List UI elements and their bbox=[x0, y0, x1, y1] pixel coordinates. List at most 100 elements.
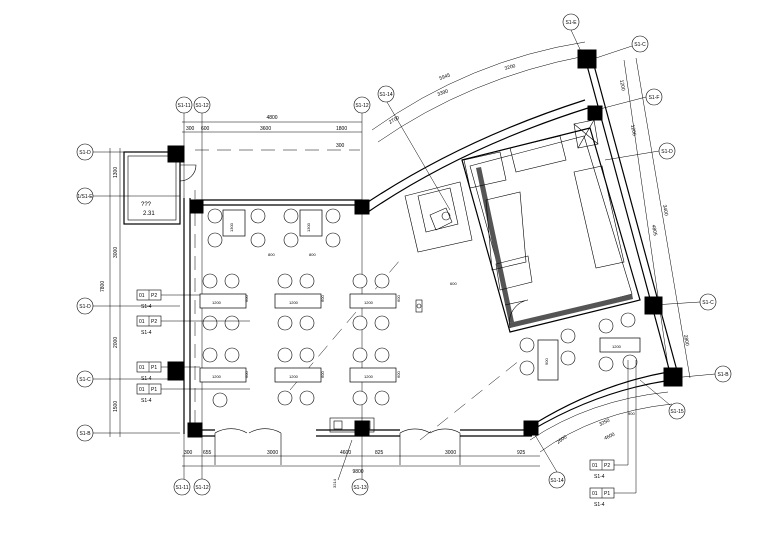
chair bbox=[277, 390, 293, 406]
chair bbox=[277, 347, 293, 363]
dim-arc-bottom-b: 2600 bbox=[556, 434, 569, 445]
axis-label-bottom-1: S1-11 bbox=[176, 485, 189, 491]
dim-left-total: 7800 bbox=[100, 281, 106, 292]
chair bbox=[212, 392, 228, 408]
dim-left-d: 1500 bbox=[113, 401, 119, 412]
tag-mid: P2 bbox=[604, 463, 610, 469]
chair bbox=[224, 273, 240, 289]
chair bbox=[374, 315, 390, 331]
dim-bottom-a: 300 bbox=[184, 450, 193, 456]
dimension-lines bbox=[109, 57, 691, 467]
chair bbox=[598, 318, 614, 334]
axis-label-right-3: S1-C bbox=[702, 300, 714, 306]
elevation-tag: 01 P1 S1-4 bbox=[136, 383, 250, 404]
dim-right-c: 3400 bbox=[661, 204, 669, 216]
chair bbox=[325, 232, 341, 248]
axis-label-right-1: S1-F bbox=[649, 95, 660, 101]
chair bbox=[277, 315, 293, 331]
tag-bot: S1-4 bbox=[594, 474, 605, 480]
dim-table-d: 600 bbox=[244, 295, 249, 302]
table bbox=[274, 367, 322, 383]
table bbox=[537, 339, 559, 381]
room-area: 2.31 bbox=[143, 211, 155, 217]
column bbox=[167, 361, 185, 381]
chair bbox=[202, 315, 218, 331]
dim-bottom-b: 655 bbox=[203, 450, 212, 456]
table bbox=[199, 367, 247, 383]
tag-mid: P2 bbox=[151, 319, 157, 325]
chair bbox=[277, 273, 293, 289]
axis-label-bottom-4: S1-14 bbox=[550, 478, 564, 484]
door-swing bbox=[179, 164, 197, 182]
column bbox=[644, 296, 663, 315]
room-label: ??? bbox=[141, 202, 152, 208]
dim-table-w: 1200 bbox=[364, 300, 374, 305]
chair bbox=[352, 347, 368, 363]
axis-label-top-5: S1-C bbox=[634, 42, 646, 48]
axis-label-bottom-3: S1-13 bbox=[353, 485, 367, 491]
column bbox=[189, 199, 204, 214]
chair bbox=[202, 347, 218, 363]
chair bbox=[374, 390, 390, 406]
dim-arc-top-b: 3200 bbox=[504, 63, 517, 72]
chair bbox=[598, 356, 614, 372]
door-swing bbox=[248, 428, 282, 465]
dim-top-a: 300 bbox=[186, 126, 195, 132]
dim-table-d: 600 bbox=[396, 371, 401, 378]
elevation-tag: 01 P2 S1-4 bbox=[136, 289, 200, 310]
column bbox=[587, 105, 603, 121]
chair bbox=[325, 208, 341, 224]
dim-table-w: 1200 bbox=[289, 374, 299, 379]
dim-bar-c: 900 bbox=[544, 358, 549, 365]
table bbox=[199, 293, 247, 309]
chair bbox=[352, 390, 368, 406]
tag-bot: S1-4 bbox=[141, 376, 152, 382]
table bbox=[274, 293, 322, 309]
dim-bottom-total: 9800 bbox=[352, 469, 363, 475]
dim-right-d: 4805 bbox=[650, 224, 658, 236]
dim-bottom-d: 4600 bbox=[340, 450, 351, 456]
dim-arc-bottom-a: 3250 bbox=[598, 418, 611, 428]
chairs bbox=[202, 208, 638, 408]
dim-top-d: 1800 bbox=[336, 126, 347, 132]
dim-table-w: 1200 bbox=[364, 374, 374, 379]
tag-top: 01 bbox=[592, 491, 598, 497]
table bbox=[299, 209, 323, 237]
dim-right-b: 1200 bbox=[629, 124, 637, 136]
chair bbox=[202, 273, 218, 289]
column bbox=[187, 422, 203, 438]
chair bbox=[299, 273, 315, 289]
dim-table-d: 600 bbox=[244, 371, 249, 378]
door-swing bbox=[214, 428, 248, 465]
chair bbox=[283, 208, 299, 224]
dim-door-tag: 900 bbox=[628, 411, 635, 416]
dim-table-d: 600 bbox=[320, 295, 325, 302]
tag-mid: P2 bbox=[151, 293, 157, 299]
dim-pass-c: 1300 bbox=[229, 222, 234, 232]
columns bbox=[167, 49, 683, 438]
axis-label-top-1: S1-11 bbox=[178, 103, 191, 109]
dim-top-e: 300 bbox=[336, 143, 345, 149]
dim-bottom-e: 825 bbox=[375, 450, 384, 456]
dim-top-c: 3600 bbox=[260, 126, 271, 132]
dim-pass-b: 600 bbox=[450, 281, 457, 286]
chair bbox=[299, 347, 315, 363]
axis-label-left-4: S1-C bbox=[79, 377, 91, 383]
chair bbox=[224, 315, 240, 331]
chair bbox=[352, 273, 368, 289]
dim-arc-bottom-c: 4600 bbox=[603, 432, 616, 442]
dim-arc-top-a: 5945 bbox=[439, 72, 452, 82]
axis-label-right-4: S1-B bbox=[717, 372, 729, 378]
arc-dimensions bbox=[371, 41, 673, 453]
dining-furniture bbox=[199, 209, 641, 383]
chair bbox=[224, 347, 240, 363]
dim-bottom-g: 925 bbox=[517, 450, 526, 456]
dim-arc-top-d: 2700 bbox=[388, 115, 401, 126]
dim-ktv: 3214 bbox=[332, 478, 337, 488]
axis-label-right-5: S1-15 bbox=[670, 409, 684, 415]
chair bbox=[250, 232, 266, 248]
axis-label-left-2: 1/S1-E bbox=[77, 194, 93, 200]
tag-mid: P1 bbox=[151, 365, 157, 371]
dim-top-total: 4800 bbox=[266, 115, 277, 121]
door-swing bbox=[399, 428, 431, 465]
